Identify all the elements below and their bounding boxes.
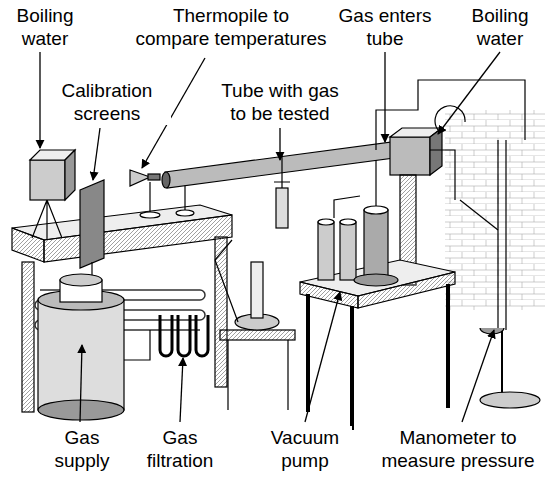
callout-label: Vacuum pump xyxy=(258,426,352,472)
callout-label: Boiling water xyxy=(3,4,87,50)
callout-label: Manometer to measure pressure xyxy=(371,426,545,472)
callout-label: Gas enters tube xyxy=(327,4,443,50)
callout-label: Calibration screens xyxy=(43,79,171,125)
callout-label: Gas supply xyxy=(42,426,122,472)
callout-label: Boiling water xyxy=(457,4,543,50)
callout-label: Tube with gas to be tested xyxy=(203,79,357,125)
callout-label: Thermopile to compare temperatures xyxy=(122,4,340,50)
callout-label: Gas filtration xyxy=(132,426,228,472)
